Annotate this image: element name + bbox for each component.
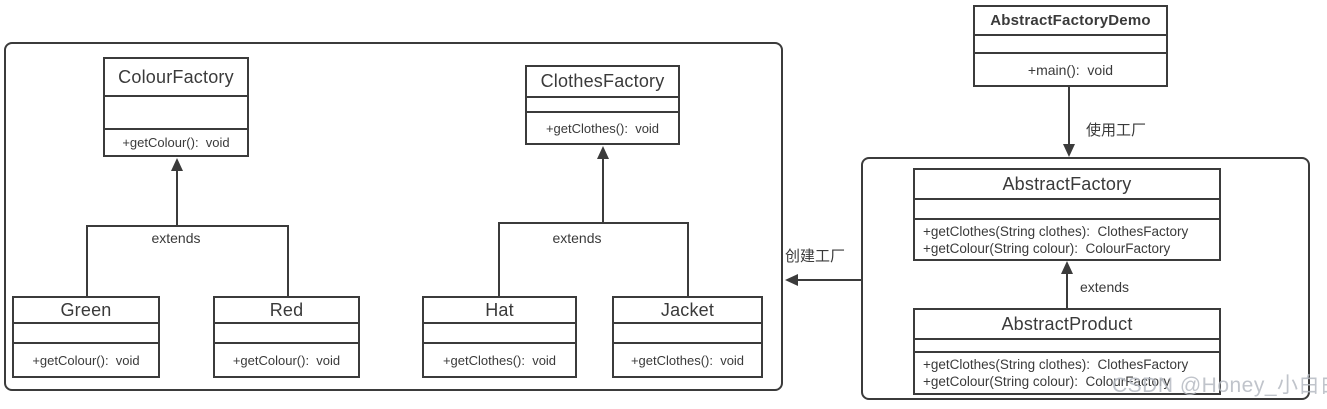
class-methods: +getClothes(): void: [614, 342, 761, 376]
class-attributes-empty: [424, 322, 575, 342]
method-label: +getColour(): void: [232, 352, 341, 368]
class-title: AbstractProduct: [1001, 313, 1133, 334]
class-box-colourfactory: ColourFactory +getColour(): void: [103, 57, 249, 157]
class-box-clothesfactory: ClothesFactory +getClothes(): void: [525, 65, 680, 145]
class-methods: +getClothes(String clothes): ClothesFact…: [915, 351, 1219, 393]
colour-group-bracket-line: [86, 225, 289, 227]
class-attributes-empty: [105, 95, 247, 128]
jacket-connector-line: [687, 222, 689, 296]
class-title: Red: [269, 299, 304, 320]
class-attributes-empty: [915, 198, 1219, 218]
class-methods: +getClothes(String clothes): ClothesFact…: [915, 218, 1219, 259]
class-box-abstractfactorydemo: AbstractFactoryDemo +main(): void: [973, 5, 1168, 87]
class-methods: +getColour(): void: [215, 342, 358, 376]
extends-label-clothes-group: extends: [552, 230, 602, 246]
class-attributes-empty: [14, 322, 158, 342]
clothesfactory-extends-line: [602, 157, 604, 223]
method-label: +getClothes(): void: [442, 352, 557, 368]
method-label: +getColour(String colour): ColourFactory: [923, 240, 1171, 256]
method-label: +getClothes(): void: [545, 120, 660, 136]
create-factory-label: 创建工厂: [785, 248, 846, 265]
class-methods: +getClothes(): void: [424, 342, 575, 376]
method-label: +getClothes(String clothes): ClothesFact…: [923, 223, 1189, 239]
arrow-down-icon: [1063, 144, 1075, 157]
extends-label-abstract: extends: [1080, 279, 1130, 295]
class-methods: +getColour(): void: [14, 342, 158, 376]
class-box-green: Green +getColour(): void: [12, 296, 160, 378]
use-factory-label: 使用工厂: [1086, 122, 1147, 139]
create-factory-line: [797, 279, 861, 281]
arrow-up-icon: [597, 146, 609, 159]
class-title: ColourFactory: [118, 66, 234, 87]
class-box-jacket: Jacket +getClothes(): void: [612, 296, 763, 378]
extends-label-colour-group: extends: [151, 230, 201, 246]
arrow-left-icon: [785, 274, 798, 286]
class-box-hat: Hat +getClothes(): void: [422, 296, 577, 378]
arrow-up-icon: [1061, 261, 1073, 274]
green-connector-line: [86, 225, 88, 296]
class-box-abstractfactory: AbstractFactory +getClothes(String cloth…: [913, 168, 1221, 261]
class-title: ClothesFactory: [540, 71, 665, 91]
method-label: +main(): void: [1027, 61, 1114, 78]
clothes-group-bracket-line: [498, 222, 689, 224]
method-label: +getColour(): void: [32, 352, 140, 368]
class-attributes-empty: [215, 322, 358, 342]
abstract-extends-line: [1066, 272, 1068, 308]
watermark-text: CSDN @Honey_小白白: [1112, 374, 1327, 397]
class-box-red: Red +getColour(): void: [213, 296, 360, 378]
class-title: Green: [60, 299, 112, 320]
colourfactory-extends-line: [176, 169, 178, 227]
class-title: Jacket: [660, 299, 715, 320]
class-attributes-empty: [527, 96, 678, 111]
class-box-abstractproduct: AbstractProduct +getClothes(String cloth…: [913, 308, 1221, 395]
method-label: +getClothes(): void: [630, 352, 745, 368]
class-title: AbstractFactory: [1002, 173, 1132, 194]
use-factory-line: [1068, 87, 1070, 146]
method-label: +getColour(): void: [122, 135, 230, 150]
class-attributes-empty: [975, 34, 1166, 52]
class-attributes-empty: [915, 338, 1219, 351]
class-attributes-empty: [614, 322, 761, 342]
concrete-classes-frame: [4, 42, 783, 391]
hat-connector-line: [498, 222, 500, 296]
class-title: AbstractFactoryDemo: [990, 12, 1151, 29]
class-methods: +getColour(): void: [105, 128, 247, 155]
red-connector-line: [287, 225, 289, 296]
method-label: +getColour(String colour): ColourFactory: [923, 374, 1171, 389]
arrow-up-icon: [171, 158, 183, 171]
class-title: Hat: [485, 299, 514, 320]
method-label: +getClothes(String clothes): ClothesFact…: [923, 357, 1189, 372]
class-methods: +getClothes(): void: [527, 111, 678, 143]
class-methods: +main(): void: [975, 52, 1166, 85]
abstract-classes-frame: [861, 157, 1310, 400]
